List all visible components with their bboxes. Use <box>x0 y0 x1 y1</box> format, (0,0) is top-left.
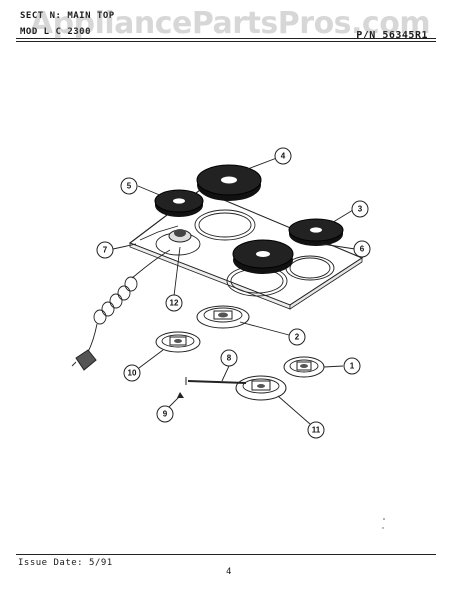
part-number: P/N 56345R1 <box>356 30 428 41</box>
header-rule-double <box>16 41 436 42</box>
callout-8: 8 <box>220 349 238 367</box>
svg-text:2: 2 <box>295 333 300 342</box>
callout-6: 6 <box>353 240 371 258</box>
svg-text:6: 6 <box>360 245 365 254</box>
svg-text:10: 10 <box>128 369 137 378</box>
callout-5: 5 <box>120 177 138 195</box>
surface-element-large-front <box>232 239 294 274</box>
terminal-receptacle <box>168 229 192 243</box>
svg-text:5: 5 <box>127 182 132 191</box>
svg-text:7: 7 <box>103 246 108 255</box>
callout-11: 11 <box>307 421 325 439</box>
callout-4: 4 <box>274 147 292 165</box>
watermark: AppliancePartsPros.com <box>29 6 431 41</box>
surface-element-large-rear <box>196 164 262 201</box>
footer-rule <box>16 554 436 555</box>
callout-1: 1 <box>343 357 361 375</box>
callout-3: 3 <box>351 200 369 218</box>
svg-text:9: 9 <box>163 410 168 419</box>
page-number: 4 <box>226 567 232 577</box>
model-label: MOD L C 2300 <box>20 27 92 37</box>
section-label: SECT N: MAIN TOP <box>20 11 115 21</box>
callout-12: 12 <box>165 294 183 312</box>
callout-10: 10 <box>123 364 141 382</box>
issue-date: Issue Date: 5/91 <box>18 558 113 568</box>
svg-text:3: 3 <box>358 205 363 214</box>
element-support-ring-1 <box>283 356 325 378</box>
svg-text:11: 11 <box>312 426 321 435</box>
callout-9: 9 <box>156 405 174 423</box>
element-support-ring-2 <box>196 305 250 329</box>
surface-element-small-right <box>288 218 344 246</box>
scan-specks <box>382 518 385 529</box>
callout-2: 2 <box>288 328 306 346</box>
header-rule <box>16 38 436 39</box>
svg-text:4: 4 <box>281 152 286 161</box>
wiring-harness <box>71 249 171 371</box>
leader-lines <box>112 155 356 425</box>
callout-7: 7 <box>96 241 114 259</box>
support-rod <box>185 377 247 385</box>
svg-text:1: 1 <box>350 362 355 371</box>
surface-element-small-left <box>154 189 204 217</box>
element-support-ring-10 <box>155 331 201 353</box>
svg-text:12: 12 <box>170 299 179 308</box>
element-support-ring-11 <box>235 375 287 401</box>
svg-text:8: 8 <box>227 354 232 363</box>
